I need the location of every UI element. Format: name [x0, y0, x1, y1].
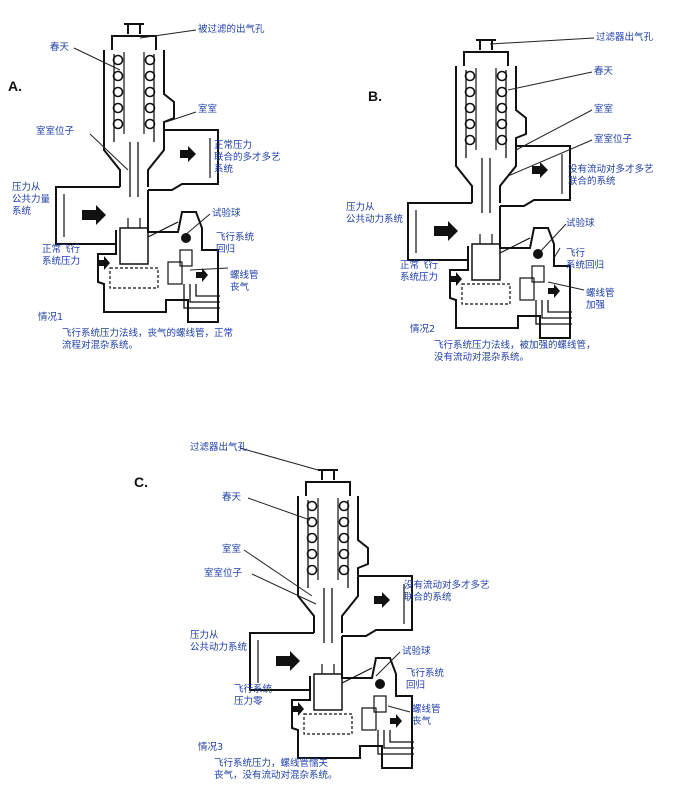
section-letter-c: C. — [134, 474, 148, 490]
leaders-a — [73, 29, 229, 271]
label-c-priority-port: 没有流动对多才多艺 联合的系统 — [404, 580, 490, 603]
label-c-spring: 春天 — [222, 492, 242, 503]
label-a-common-pressure: 压力从 公共力量 系统 — [12, 182, 51, 217]
label-a-solenoid: 螺线管 丧气 — [230, 270, 259, 293]
case-title-a: 情况1 — [38, 312, 64, 323]
caption-c: 飞行系统压力，螺线管懦夫 丧气，没有流动对混杂系统。 — [214, 758, 338, 781]
label-b-vent: 过滤器出气孔 — [596, 32, 654, 43]
label-b-flight-return: 飞行 系统回归 — [566, 248, 605, 271]
label-b-chamber: 室室 — [594, 104, 614, 115]
label-b-test-ball: 试验球 — [566, 218, 595, 229]
section-letter-a: A. — [8, 78, 22, 94]
label-b-common-pressure: 压力从 公共动力系统 — [346, 202, 404, 225]
label-c-chamber: 室室 — [222, 544, 242, 555]
label-c-vent: 过滤器出气孔 — [190, 442, 248, 453]
caption-a: 飞行系统压力法线，丧气的螺线管，正常 流程对混杂系统。 — [62, 328, 234, 351]
label-b-normal-flight-pressure: 正常飞行 系统压力 — [400, 260, 439, 283]
label-a-priority-port: 正常压力 联合的多才多艺 系统 — [214, 140, 281, 175]
case-title-b: 情况2 — [410, 324, 436, 335]
section-letter-b: B. — [368, 88, 382, 104]
label-b-spring: 春天 — [594, 66, 614, 77]
label-a-normal-flight-pressure: 正常飞行 系统压力 — [42, 244, 81, 267]
label-c-solenoid: 螺线管 丧气 — [412, 704, 441, 727]
label-c-seat: 室室位子 — [204, 568, 243, 579]
leaders-b — [489, 37, 595, 291]
label-a-test-ball: 试验球 — [212, 208, 241, 219]
valve-a — [55, 23, 221, 323]
label-a-seat: 室室位子 — [36, 126, 75, 137]
label-c-common-pressure: 压力从 公共动力系统 — [190, 630, 248, 653]
label-a-flight-return: 飞行系统 回归 — [216, 232, 255, 255]
case-title-c: 情况3 — [198, 742, 224, 753]
label-b-priority-port: 没有流动对多才多艺 联合的系统 — [568, 164, 654, 187]
caption-b: 飞行系统压力法线，被加强的螺线管， 没有流动对混杂系统。 — [434, 340, 596, 363]
label-a-spring: 春天 — [50, 42, 70, 53]
valve-c — [249, 469, 415, 769]
valve-b — [407, 39, 573, 339]
label-c-flight-return: 飞行系统 回归 — [406, 668, 445, 691]
label-a-chamber: 室室 — [198, 104, 218, 115]
label-c-flight-pressure-zero: 飞行系统 压力零 — [234, 684, 273, 707]
label-b-seat: 室室位子 — [594, 134, 633, 145]
label-a-vent: 被过滤的出气孔 — [198, 24, 265, 35]
label-b-solenoid: 螺线管 加强 — [586, 288, 615, 311]
label-c-test-ball: 试验球 — [402, 646, 431, 657]
leaders-c — [239, 447, 411, 713]
